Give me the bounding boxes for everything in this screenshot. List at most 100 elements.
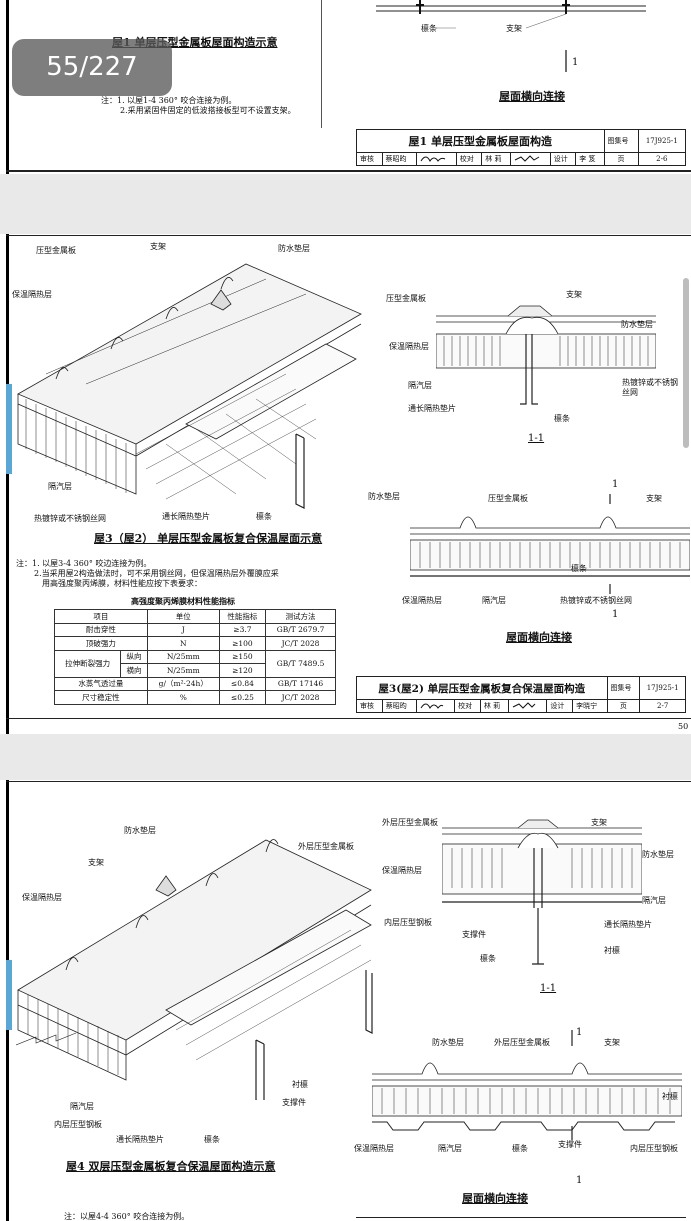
table-row: 水蒸气透过量 g/（m²·24h） ≤0.84 GB/T 17146 bbox=[54, 676, 336, 691]
label-metal-sheet: 压型金属板 bbox=[36, 246, 76, 255]
review-label: 审核 bbox=[356, 152, 383, 166]
reviewer-name: 蔡昭昀 bbox=[381, 699, 418, 713]
label-purlin: 檩条 bbox=[512, 1144, 528, 1153]
label-vapor: 隔汽层 bbox=[482, 596, 506, 605]
label-outer-sheet: 外层压型金属板 bbox=[298, 842, 354, 851]
label-insulation: 保温隔热层 bbox=[354, 1144, 394, 1153]
page-top-rule bbox=[6, 781, 691, 782]
label-bracket: 支架 bbox=[646, 494, 662, 503]
atlas-label: 图集号 bbox=[603, 129, 639, 153]
label-insulation: 保温隔热层 bbox=[402, 596, 442, 605]
label-vapor: 隔汽层 bbox=[642, 896, 666, 905]
label-bracket: 支架 bbox=[566, 290, 582, 299]
note-line: 注：以屋4-4 360° 咬合连接为例。 bbox=[64, 1212, 190, 1221]
checker-name: 林 莉 bbox=[479, 699, 510, 713]
lateral-connection-drawing bbox=[410, 494, 690, 594]
page-top-rule bbox=[6, 235, 691, 236]
note-line: 注：1. 以屋3-4 360° 咬边连接为例。 bbox=[16, 559, 152, 568]
label-mesh: 热镀锌或不锈钢丝网 bbox=[560, 596, 632, 605]
table-row: 尺寸稳定性 % ≤0.25 JC/T 2028 bbox=[54, 690, 336, 705]
page-tab-marker bbox=[6, 960, 12, 1030]
note-line: 2.采用紧固件固定的低波搭接板型可不设置支架。 bbox=[120, 106, 296, 115]
title-block-title: 屋1 单层压型金属板屋面构造 bbox=[356, 129, 605, 153]
check-label: 校对 bbox=[455, 152, 483, 166]
label-waterproof: 防水垫层 bbox=[642, 850, 674, 859]
note-line: 2.当采用屋2构造做法时，可不采用钢丝网，但保温隔热层外覆膜应采 bbox=[34, 569, 279, 578]
page-label: 页 bbox=[606, 699, 641, 713]
section-mark: 1 bbox=[572, 57, 579, 68]
isometric-roof-drawing bbox=[17, 263, 362, 509]
title-block: 屋1 单层压型金属板屋面构造 图集号 17J925-1 审核 蔡昭昀 校对 林 … bbox=[356, 129, 687, 166]
label-bracket: 支架 bbox=[506, 24, 522, 33]
label-pad: 通长隔热垫片 bbox=[162, 512, 210, 521]
label-purlin: 檩条 bbox=[571, 564, 587, 573]
col-header: 单位 bbox=[146, 609, 220, 624]
table-row: 横向 N/25mm ≥120 bbox=[55, 663, 336, 678]
label-vapor: 隔汽层 bbox=[438, 1144, 462, 1153]
caption-left: 屋3（屋2） 单层压型金属板复合保温屋面示意 bbox=[94, 532, 323, 545]
caption-right: 屋面横向连接 bbox=[499, 90, 565, 103]
page-number: 2-7 bbox=[639, 699, 686, 713]
spec-table: 项目 单位 性能指标 测试方法 耐击穿性 J ≥3.7 GB/T 2679.7 … bbox=[53, 609, 336, 705]
scrollbar-thumb[interactable] bbox=[683, 278, 689, 448]
signature-checker bbox=[508, 699, 548, 713]
col-header: 测试方法 bbox=[265, 609, 336, 624]
label-insulation: 保温隔热层 bbox=[389, 342, 429, 351]
label-support: 支撑件 bbox=[462, 930, 486, 939]
table-row: 顶破强力 N ≥100 JC/T 2028 bbox=[54, 636, 336, 651]
atlas-number: 17J925-1 bbox=[637, 129, 687, 153]
label-outer-sheet: 外层压型金属板 bbox=[382, 818, 438, 827]
label-outer-sheet: 外层压型金属板 bbox=[494, 1038, 550, 1047]
designer-name: 李晓宁 bbox=[572, 699, 608, 713]
review-label: 审核 bbox=[356, 699, 383, 713]
bottom-rule bbox=[6, 718, 691, 719]
page-edge bbox=[6, 234, 9, 734]
section-mark: 1 bbox=[612, 609, 619, 620]
section-mark: 1 bbox=[576, 1027, 583, 1038]
label-waterproof: 防水垫层 bbox=[278, 244, 310, 253]
signature-reviewer bbox=[415, 152, 457, 166]
document-page-bottom: 防水垫层 外层压型金属板 支架 保温隔热层 衬檩 支撑件 隔汽层 内层压型钢板 … bbox=[6, 780, 691, 1221]
document-page-middle: 压型金属板 支架 防水垫层 保温隔热层 隔汽层 热镀锌或不锈钢丝网 通长隔热垫片… bbox=[6, 234, 691, 734]
atlas-label: 图集号 bbox=[606, 676, 641, 700]
page-gap bbox=[0, 174, 691, 234]
design-label: 设计 bbox=[549, 152, 577, 166]
note-line: 注：1. 以屋1-4 360° 咬合连接为例。 bbox=[101, 96, 237, 105]
note-line: 用高强度聚丙烯膜，材料性能应按下表要求： bbox=[42, 579, 202, 588]
isometric-roof-drawing bbox=[16, 839, 373, 1100]
section-mark: 1 bbox=[612, 479, 619, 490]
bottom-rule bbox=[6, 170, 691, 172]
label-purlin: 檩条 bbox=[480, 954, 496, 963]
checker-name: 林 莉 bbox=[481, 152, 511, 166]
table-row: 耐击穿性 J ≥3.7 GB/T 2679.7 bbox=[54, 622, 336, 637]
lateral-connection-drawing bbox=[376, 0, 646, 72]
label-vapor: 隔汽层 bbox=[408, 381, 432, 390]
signature-reviewer bbox=[416, 699, 456, 713]
label-purlin: 檩条 bbox=[204, 1135, 220, 1144]
label-sub-purlin: 衬檩 bbox=[292, 1080, 308, 1089]
label-vapor: 隔汽层 bbox=[48, 482, 72, 491]
page-tab-marker bbox=[6, 384, 12, 474]
section-1-1-drawing bbox=[436, 305, 656, 405]
table-row: 拉伸断裂强力 纵向 N/25mm ≥150 GB/T 7489.5 bbox=[53, 649, 336, 678]
label-sub-purlin: 衬檩 bbox=[662, 1092, 678, 1101]
label-inner-sheet: 内层压型钢板 bbox=[630, 1144, 678, 1153]
divider bbox=[321, 0, 322, 128]
page-counter-badge: 55/227 bbox=[12, 39, 172, 96]
section-1-1-drawing bbox=[442, 819, 642, 965]
caption-left: 屋4 双层压型金属板复合保温屋面构造示意 bbox=[66, 1160, 276, 1173]
label-waterproof: 防水垫层 bbox=[432, 1038, 464, 1047]
label-bracket: 支架 bbox=[591, 818, 607, 827]
atlas-number: 17J925-1 bbox=[639, 676, 686, 700]
label-metal-sheet: 压型金属板 bbox=[386, 294, 426, 303]
design-label: 设计 bbox=[546, 699, 574, 713]
reviewer-name: 蔡昭昀 bbox=[381, 152, 417, 166]
label-insulation: 保温隔热层 bbox=[382, 866, 422, 875]
label-sub-purlin: 衬檩 bbox=[604, 946, 620, 955]
page-label: 页 bbox=[603, 152, 639, 166]
label-pad: 通长隔热垫片 bbox=[116, 1135, 164, 1144]
label-vapor: 隔汽层 bbox=[70, 1102, 94, 1111]
table-title: 高强度聚丙烯膜材料性能指标 bbox=[131, 596, 235, 606]
label-support: 支撑件 bbox=[282, 1098, 306, 1107]
label-waterproof: 防水垫层 bbox=[124, 826, 156, 835]
